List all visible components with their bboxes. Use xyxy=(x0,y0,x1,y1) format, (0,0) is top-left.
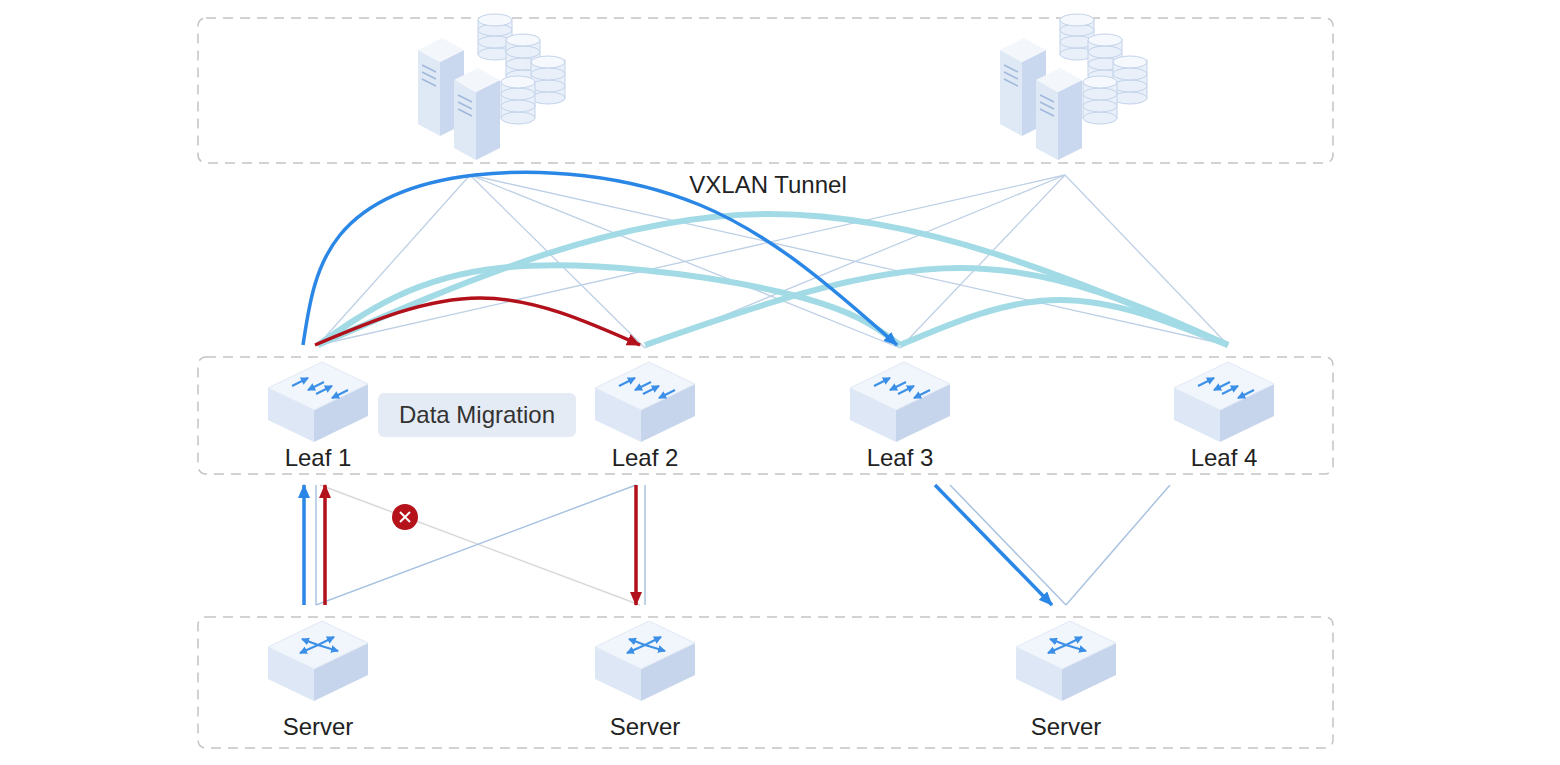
link-line xyxy=(320,485,640,605)
leaf-switch: Leaf 3 xyxy=(840,345,960,485)
icon-arrow xyxy=(308,382,324,390)
server-icon xyxy=(1006,619,1126,719)
icon-arrow xyxy=(1214,382,1230,390)
vxlan-tunnel xyxy=(900,300,1228,345)
link-line xyxy=(644,485,646,605)
icon-arrow xyxy=(318,645,338,651)
tunnel-label: VXLAN Tunnel xyxy=(689,171,846,199)
vxlan-tunnel xyxy=(318,214,1228,345)
icon-arrow xyxy=(1198,378,1214,386)
node-label: Server xyxy=(283,713,354,741)
icon-arrow xyxy=(619,378,635,386)
icon-arrow xyxy=(645,637,661,645)
icon-arrow xyxy=(1066,645,1086,651)
vxlan-tunnel xyxy=(645,268,1228,345)
traffic-arrow xyxy=(634,485,638,605)
icon-arrow xyxy=(1066,637,1082,645)
node-label: Leaf 4 xyxy=(1191,444,1258,472)
fabric-links xyxy=(318,175,1228,348)
link-line xyxy=(315,485,317,605)
icon-arrow xyxy=(1048,645,1066,653)
leaf-switch: Leaf 1 xyxy=(258,345,378,485)
icon-face xyxy=(1174,362,1274,410)
traffic-arrow xyxy=(302,485,306,605)
icon-face xyxy=(1016,621,1116,669)
node-label: Server xyxy=(610,713,681,741)
icon-face xyxy=(595,362,695,410)
box-label: Data Migration xyxy=(399,401,555,429)
server-icon xyxy=(258,619,378,719)
icon-arrow xyxy=(1222,386,1238,394)
failure-mark xyxy=(392,504,418,530)
icon-arrow xyxy=(318,637,334,645)
icon-face xyxy=(268,621,368,669)
link-line xyxy=(950,485,1066,605)
server-node: Server xyxy=(258,605,378,745)
icon-arrow xyxy=(874,378,890,386)
icon-arrow xyxy=(1238,390,1254,398)
region-border xyxy=(198,18,1333,163)
node-label: Server xyxy=(1031,713,1102,741)
region-border xyxy=(198,617,1333,748)
icon-arrow xyxy=(914,390,930,398)
icon-arrow xyxy=(643,386,659,394)
traffic-arrow xyxy=(303,172,897,345)
icon-arrow xyxy=(635,382,651,390)
link-line xyxy=(316,485,636,605)
traffic-arrow xyxy=(323,485,327,605)
icon-arrow xyxy=(645,645,665,651)
leaf-switch: Leaf 2 xyxy=(585,345,705,485)
icon-face xyxy=(850,362,950,410)
icon-arrow xyxy=(292,378,308,386)
traffic-arrow xyxy=(935,485,1052,605)
server-icon xyxy=(585,619,705,719)
server-node: Server xyxy=(585,605,705,745)
server-cluster xyxy=(1000,14,1147,160)
node-label: Leaf 2 xyxy=(612,444,679,472)
icon-arrow xyxy=(629,639,645,645)
icon-arrow xyxy=(627,645,645,653)
node-label: Leaf 3 xyxy=(867,444,934,472)
icon-arrow xyxy=(659,390,675,398)
icon-face xyxy=(268,362,368,410)
region-border xyxy=(198,357,1333,474)
leaf-switch: Leaf 4 xyxy=(1164,345,1284,485)
icon-arrow xyxy=(1050,639,1066,645)
icon-arrow xyxy=(302,639,318,645)
process-box: Data Migration xyxy=(378,393,576,437)
link-line xyxy=(1066,485,1170,605)
icon-arrow xyxy=(898,386,914,394)
node-label: Leaf 1 xyxy=(285,444,352,472)
icon-arrow xyxy=(316,386,332,394)
icon-arrow xyxy=(890,382,906,390)
icon-arrow xyxy=(332,390,348,398)
server-node: Server xyxy=(1006,605,1126,745)
icon-arrow xyxy=(300,645,318,653)
vxlan-tunnel xyxy=(318,265,900,345)
server-cluster xyxy=(418,14,565,160)
icon-face xyxy=(595,621,695,669)
traffic-arrow xyxy=(315,298,640,345)
